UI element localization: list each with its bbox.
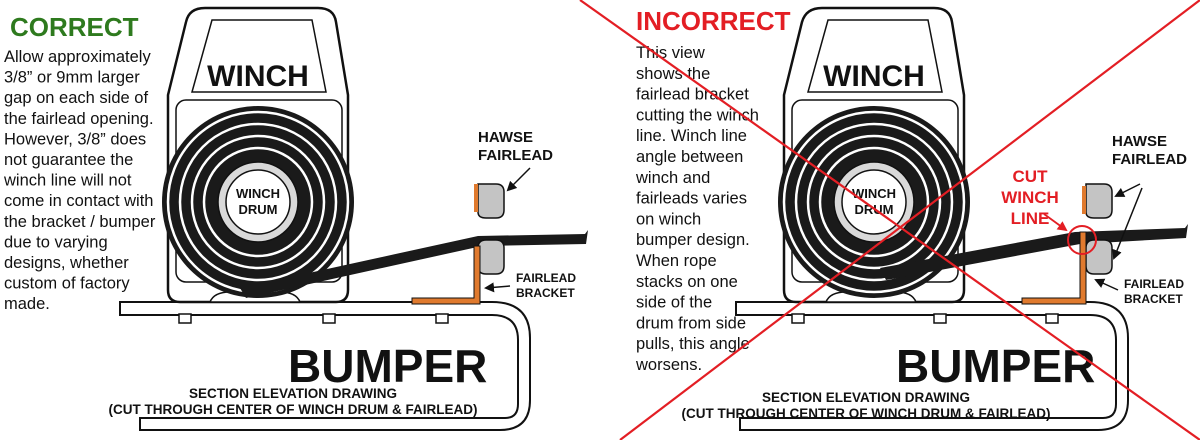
text-line: fairlead bracket — [636, 86, 749, 104]
text-line: angle between — [636, 148, 743, 166]
hawse-fairlead-lower — [1085, 239, 1113, 275]
text-line: side of the — [636, 294, 712, 312]
bolt — [178, 313, 192, 324]
text-line: shows the — [636, 65, 710, 83]
text-line: DRUM — [239, 202, 278, 217]
text-line: SECTION ELEVATION DRAWING — [762, 390, 970, 405]
bracket-pointer — [1094, 278, 1119, 291]
text-line: WINCH — [236, 186, 280, 201]
winch-line — [880, 224, 1188, 280]
fairlead-bracket — [1021, 231, 1087, 305]
bolt — [322, 313, 336, 324]
winch-drum — [162, 106, 354, 298]
incorrect-heading: INCORRECT — [636, 6, 791, 36]
text-line: This view — [636, 44, 705, 62]
fairlead-bracket — [411, 245, 481, 305]
section-label: SECTION ELEVATION DRAWING(CUT THROUGH CE… — [682, 390, 1051, 421]
text-line: However, 3/8” does — [4, 130, 146, 148]
text-line: BRACKET — [516, 286, 575, 300]
text-line: FAIRLEAD — [516, 271, 576, 285]
text-line: FAIRLEAD — [1124, 277, 1184, 291]
text-line: pulls, this angle — [636, 335, 750, 353]
cut-highlight-circle — [1067, 225, 1097, 255]
text-line: the fairlead opening. — [4, 110, 154, 128]
hawse-fairlead-upper — [477, 183, 505, 219]
text-line: When rope — [636, 252, 717, 270]
correct-heading: CORRECT — [10, 12, 139, 42]
text-line: line. Winch line — [636, 127, 747, 145]
text-line: on winch — [636, 210, 701, 228]
text-line: CUT — [1013, 167, 1049, 186]
text-line: the bracket / bumper — [4, 213, 156, 231]
correct-description: Allow approximately 3/8” or 9mm larger gap… — [3, 48, 156, 313]
text-line: winch and — [635, 169, 710, 187]
text-line: made. — [4, 295, 50, 313]
text-line: HAWSE — [1112, 133, 1167, 150]
text-line: 3/8” or 9mm larger — [4, 69, 140, 87]
correct-panel: CORRECT Allow approximately 3/8” or 9mm l… — [3, 6, 588, 431]
incorrect-description: This view shows the fairlead bracket cuttin… — [635, 44, 759, 374]
incorrect-cross-line — [619, 0, 1200, 440]
winch-housing-inner — [191, 19, 327, 93]
fairlead-pointer — [1112, 187, 1143, 260]
fairlead-pointer — [506, 167, 531, 192]
text-line: due to varying — [4, 233, 108, 251]
text-line: HAWSE — [478, 129, 533, 146]
incorrect-panel: INCORRECT This view shows the fairlead bra… — [579, 0, 1200, 440]
text-line: FAIRLEAD — [1112, 151, 1187, 168]
winch-housing-inner — [807, 19, 943, 93]
fairlead-plate-upper — [1082, 186, 1086, 214]
fairlead-plate-upper — [474, 184, 478, 212]
text-line: come in contact with — [4, 192, 153, 210]
cut-winch-line-label: CUT WINCH LINE — [1001, 167, 1059, 228]
text-line: cutting the winch — [636, 106, 759, 124]
text-line: SECTION ELEVATION DRAWING — [189, 386, 397, 401]
winch-label: WINCH — [823, 60, 925, 93]
winch-line — [240, 230, 588, 298]
text-line: bumper design. — [636, 231, 750, 249]
text-line: fairleads varies — [636, 190, 747, 208]
winch-drum — [778, 106, 970, 298]
cut-pointer — [1043, 213, 1068, 232]
section-label: SECTION ELEVATION DRAWING(CUT THROUGH CE… — [109, 386, 478, 417]
bolt — [791, 313, 805, 324]
fairlead-pointer — [1114, 183, 1141, 197]
text-line: custom of factory — [4, 275, 130, 293]
bumper-outline — [735, 301, 1129, 431]
text-line: (CUT THROUGH CENTER OF WINCH DRUM & FAIR… — [109, 402, 478, 417]
hawse-fairlead-upper — [1085, 183, 1113, 219]
text-line: BRACKET — [1124, 292, 1183, 306]
bumper-label: BUMPER — [288, 340, 487, 392]
text-line: winch line will not — [3, 172, 132, 190]
text-line: WINCH — [852, 186, 896, 201]
text-line: not guarantee the — [4, 151, 133, 169]
text-line: stacks on one — [636, 273, 738, 291]
text-line: Allow approximately — [4, 48, 151, 66]
text-line: FAIRLEAD — [478, 147, 553, 164]
text-line: WINCH — [1001, 188, 1059, 207]
text-line: gap on each side of — [4, 89, 148, 107]
text-line: drum from side — [636, 314, 746, 332]
bumper-label: BUMPER — [896, 340, 1095, 392]
bolt — [435, 313, 449, 324]
bracket-pointer — [484, 282, 511, 293]
text-line: worsens. — [635, 356, 702, 374]
hawse-fairlead-lower — [477, 239, 505, 275]
winch-label: WINCH — [207, 60, 309, 93]
bumper-outline — [119, 301, 531, 431]
text-line: LINE — [1011, 209, 1050, 228]
bolt — [1045, 313, 1059, 324]
bolt — [933, 313, 947, 324]
text-line: designs, whether — [4, 254, 129, 272]
incorrect-cross-line — [579, 0, 1200, 440]
text-line: (CUT THROUGH CENTER OF WINCH DRUM & FAIR… — [682, 406, 1051, 421]
